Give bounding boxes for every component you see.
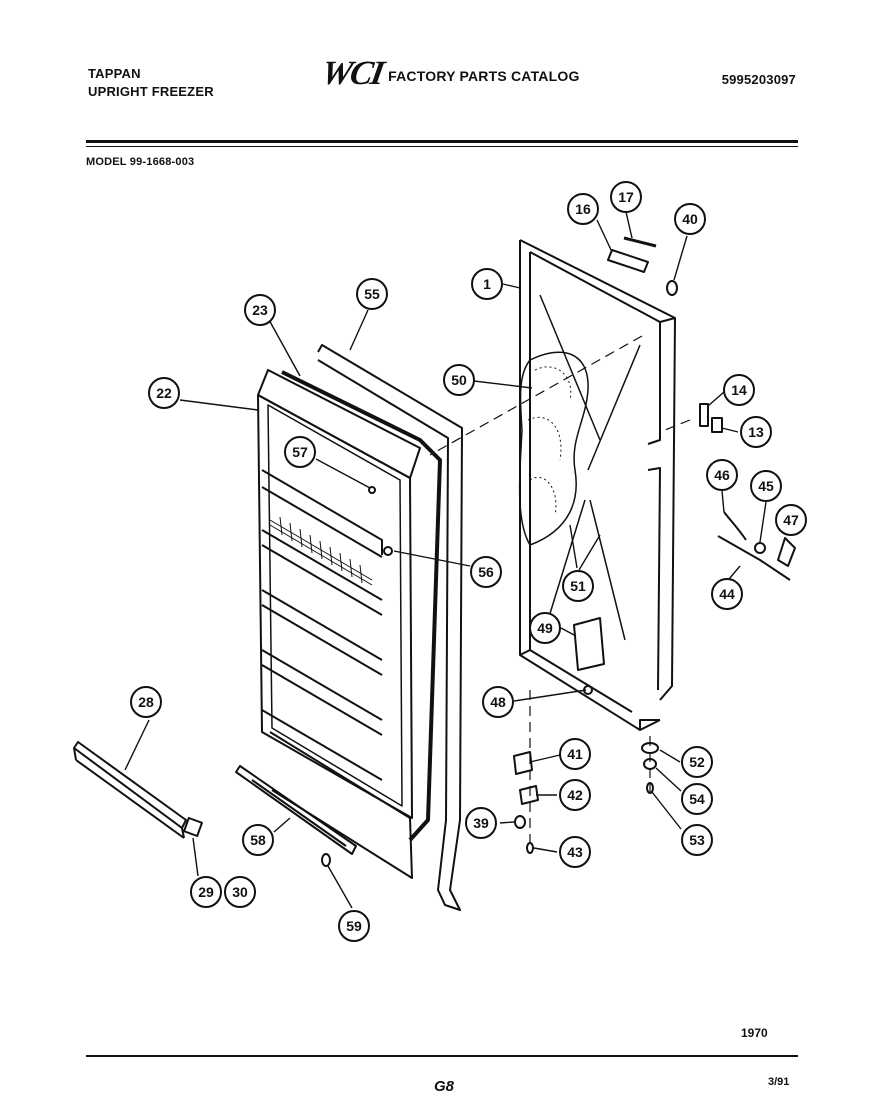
callout-30: 30	[224, 876, 256, 908]
callout-label: 40	[682, 211, 698, 227]
callout-49: 49	[529, 612, 561, 644]
callout-58: 58	[242, 824, 274, 856]
door-liner	[257, 369, 421, 879]
callout-label: 44	[719, 586, 735, 602]
callout-label: 47	[783, 512, 799, 528]
callout-29: 29	[190, 876, 222, 908]
callout-59: 59	[338, 910, 370, 942]
model-number: MODEL 99-1668-003	[86, 156, 195, 168]
callout-label: 17	[618, 189, 634, 205]
callout-label: 41	[567, 746, 583, 762]
callout-48: 48	[482, 686, 514, 718]
callout-label: 53	[689, 832, 705, 848]
revision-date: 3/91	[768, 1076, 790, 1088]
callout-label: 28	[138, 694, 154, 710]
callout-50: 50	[443, 364, 475, 396]
callout-label: 1	[483, 276, 491, 292]
callout-label: 43	[567, 844, 583, 860]
callout-label: 16	[575, 201, 591, 217]
grille-bracket	[183, 817, 203, 837]
callout-label: 13	[748, 424, 764, 440]
callout-label: 56	[478, 564, 494, 580]
footer-rule	[86, 1055, 798, 1057]
part-53	[646, 782, 654, 794]
screw-40	[666, 280, 678, 296]
hinge-pin	[519, 785, 539, 805]
callout-label: 58	[250, 832, 266, 848]
callout-46: 46	[706, 459, 738, 491]
callout-label: 57	[292, 444, 308, 460]
product-type: UPRIGHT FREEZER	[88, 84, 214, 99]
callout-43: 43	[559, 836, 591, 868]
part-13	[711, 417, 723, 433]
callout-label: 48	[490, 694, 506, 710]
callout-22: 22	[148, 377, 180, 409]
callout-label: 51	[570, 578, 586, 594]
door-breaker-strip	[317, 344, 463, 911]
callout-44: 44	[711, 578, 743, 610]
callout-55: 55	[356, 278, 388, 310]
callout-53: 53	[681, 824, 713, 856]
lock-assembly	[717, 535, 791, 581]
callout-label: 42	[567, 787, 583, 803]
callout-51: 51	[562, 570, 594, 602]
callout-label: 54	[689, 791, 705, 807]
callout-label: 52	[689, 754, 705, 770]
door-trim-strip	[235, 765, 357, 855]
callout-16: 16	[567, 193, 599, 225]
callout-13: 13	[740, 416, 772, 448]
brand-name: TAPPAN	[88, 66, 141, 81]
header-rule-top	[86, 140, 798, 143]
callout-label: 45	[758, 478, 774, 494]
part-57	[368, 486, 376, 494]
washer-39	[514, 815, 526, 829]
callout-39: 39	[465, 807, 497, 839]
screw-43	[526, 842, 534, 854]
page-number: G8	[434, 1078, 455, 1095]
callout-45: 45	[750, 470, 782, 502]
callout-40: 40	[674, 203, 706, 235]
callout-28: 28	[130, 686, 162, 718]
part-49-block	[573, 617, 605, 671]
catalog-heading: WCI FACTORY PARTS CATALOG	[319, 55, 580, 92]
callout-56: 56	[470, 556, 502, 588]
callout-label: 29	[198, 884, 214, 900]
callout-17: 17	[610, 181, 642, 213]
cabinet-frame	[519, 239, 676, 731]
callout-57: 57	[284, 436, 316, 468]
callout-label: 46	[714, 467, 730, 483]
screw-59	[321, 853, 331, 867]
callout-47: 47	[775, 504, 807, 536]
part-56	[383, 546, 393, 556]
callout-label: 55	[364, 286, 380, 302]
callout-42: 42	[559, 779, 591, 811]
callout-label: 49	[537, 620, 553, 636]
base-grille	[73, 741, 187, 829]
door-gasket	[281, 370, 442, 842]
top-hinge-cover	[607, 249, 649, 273]
callout-label: 22	[156, 385, 172, 401]
callout-54: 54	[681, 783, 713, 815]
callout-label: 23	[252, 302, 268, 318]
callout-label: 50	[451, 372, 467, 388]
insulation-pad	[518, 351, 589, 546]
callout-label: 39	[473, 815, 489, 831]
callout-23: 23	[244, 294, 276, 326]
bottom-hinge	[513, 751, 533, 775]
callout-label: 14	[731, 382, 747, 398]
callout-label: 30	[232, 884, 248, 900]
catalog-title: FACTORY PARTS CATALOG	[388, 68, 580, 84]
callout-label: 59	[346, 918, 362, 934]
callout-52: 52	[681, 746, 713, 778]
part-14	[699, 403, 709, 427]
catalog-part-number: 5995203097	[721, 72, 796, 87]
header-rule-bottom	[86, 146, 798, 147]
callout-1: 1	[471, 268, 503, 300]
diagram-year: 1970	[741, 1026, 768, 1040]
callout-14: 14	[723, 374, 755, 406]
callout-41: 41	[559, 738, 591, 770]
